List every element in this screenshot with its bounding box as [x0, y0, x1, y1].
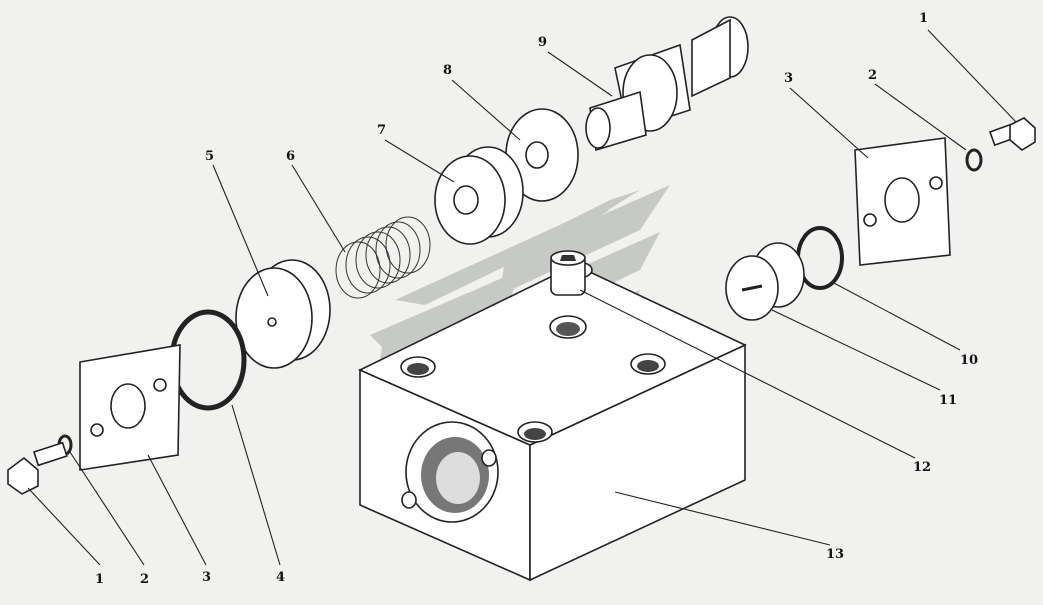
callout-labels: 1 2 3 4 5 6 7 8 9 3 2 1 10 11 12 13: [95, 11, 978, 587]
bolt-right: [988, 117, 1036, 151]
callout-6: 6: [286, 149, 295, 164]
valve-spool: [585, 16, 749, 152]
callout-3-right: 3: [784, 71, 793, 86]
callout-2-right: 2: [868, 68, 877, 83]
callout-5: 5: [205, 149, 214, 164]
callout-3-left: 3: [202, 570, 211, 585]
plug-screw: [550, 250, 586, 296]
callout-10: 10: [960, 353, 978, 368]
bolt-left: [7, 441, 68, 495]
piston-5: [235, 259, 331, 369]
callout-7: 7: [377, 123, 386, 138]
cover-plate-right: [854, 137, 951, 266]
callout-9: 9: [538, 35, 547, 50]
spring-seat-7: [434, 146, 524, 245]
callout-13: 13: [826, 547, 844, 562]
callout-12: 12: [913, 460, 931, 475]
callout-11: 11: [939, 393, 957, 408]
callout-1-right: 1: [919, 11, 928, 26]
cover-plate-left: [79, 344, 181, 471]
lock-washer-right: [965, 148, 983, 172]
callout-2-left: 2: [140, 572, 149, 587]
o-ring-4: [169, 309, 247, 411]
callout-8: 8: [443, 63, 452, 78]
adjusting-plug-11: [725, 242, 805, 321]
washer-8: [505, 108, 579, 202]
housing-block: [358, 261, 747, 582]
leader-lines: [27, 29, 1017, 566]
spring-6: [335, 216, 431, 299]
callout-1-left: 1: [95, 572, 104, 587]
callout-4: 4: [276, 570, 285, 585]
